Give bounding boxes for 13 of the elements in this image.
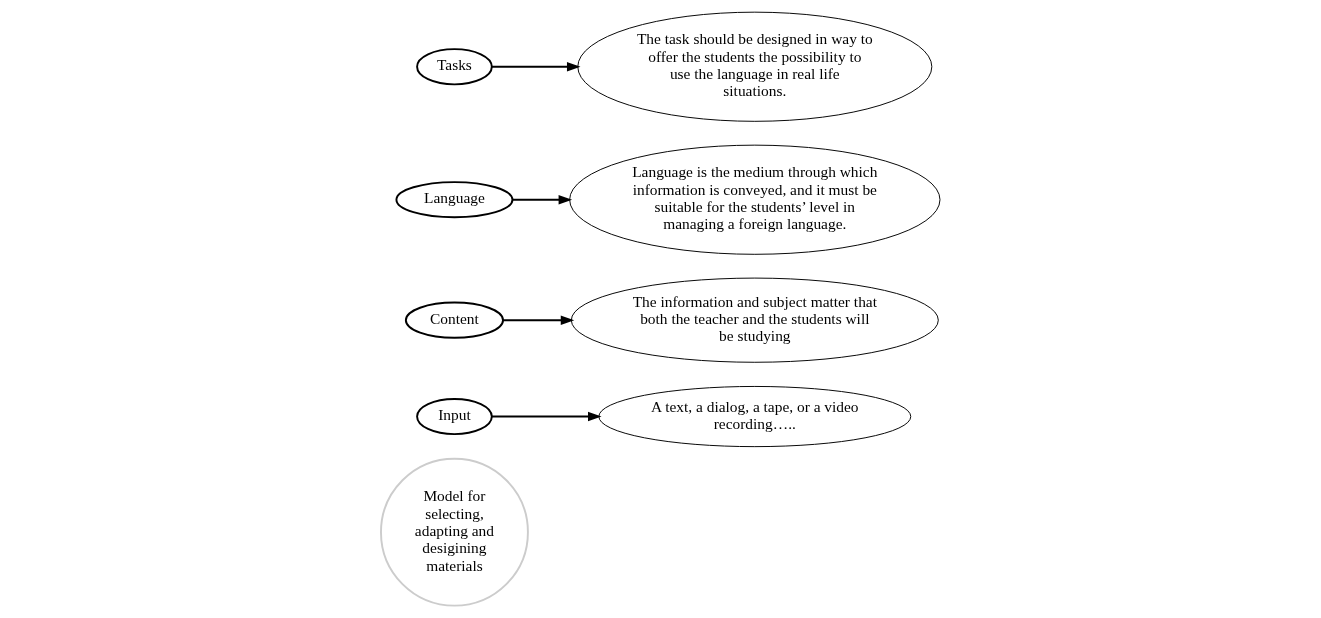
node-ellipse: The task should be designed in way to offer the students the possibility to use the language in real life situations.	[577, 11, 933, 122]
node-circle: Model for selecting, adapting and desigining materials	[380, 457, 529, 607]
node-ellipse: Language	[395, 181, 514, 219]
arrow	[511, 195, 573, 205]
node-ellipse: Language is the medium through which information is conveyed, and it must be suitable for the students’ level in managing a foreign language.	[569, 144, 941, 255]
node-ellipse: Content	[404, 301, 504, 339]
node-ellipse: Tasks	[416, 48, 493, 86]
node-ellipse: A text, a dialog, a tape, or a video recording…..	[598, 385, 912, 448]
node-ellipse: The information and subject matter that both the teacher and the students will be studying	[570, 277, 939, 363]
arrow	[491, 411, 602, 422]
node-ellipse: Input	[416, 397, 493, 436]
arrow	[491, 62, 581, 72]
arrow	[502, 315, 575, 325]
